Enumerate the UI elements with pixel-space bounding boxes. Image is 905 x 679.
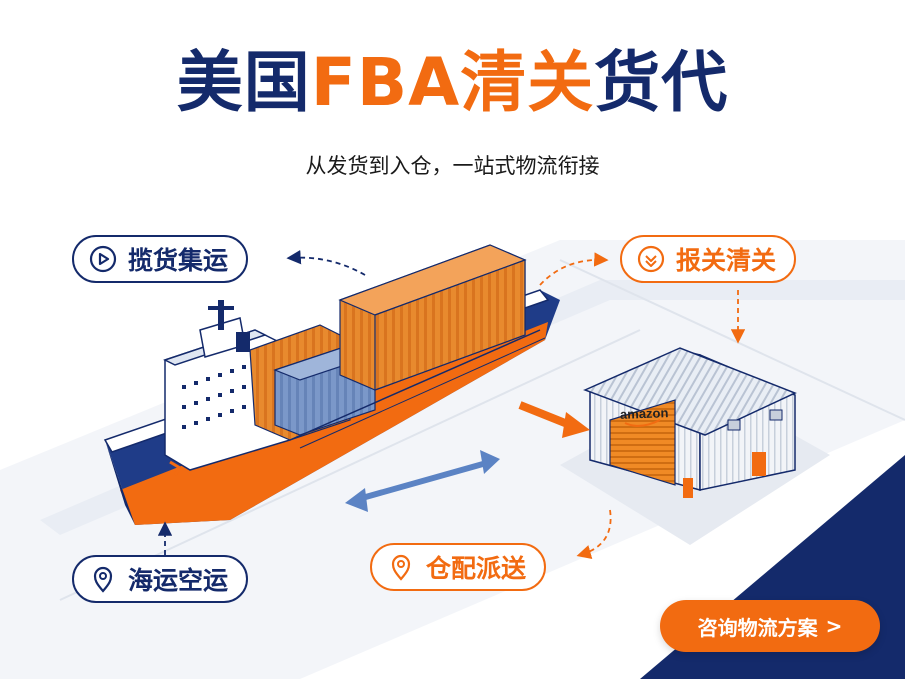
pickup-label: 揽货集运 <box>128 246 229 275</box>
consult-logistics-button[interactable]: 咨询物流方案 > <box>660 600 880 652</box>
page-subtitle: 从发货到入仓，一站式物流衔接 <box>305 154 600 178</box>
title-part2: FBA清关 <box>310 44 595 121</box>
consult-button-label: 咨询物流方案 <box>697 615 818 640</box>
customs-label: 报关清关 <box>676 246 777 275</box>
chevron-right-icon: > <box>825 614 843 638</box>
page-title: 美国FBA清关货代 <box>0 50 905 116</box>
amazon-warehouse <box>560 347 830 545</box>
flow-arrows <box>157 250 746 559</box>
pickup-badge: 揽货集运 <box>72 235 249 283</box>
amazon-logo: amazon <box>619 405 669 422</box>
title-part3: 货代 <box>594 44 729 121</box>
location-pin-icon <box>386 552 416 582</box>
play-circle-icon <box>88 244 118 274</box>
location-pin-icon <box>88 564 118 594</box>
warehouse-badge: 仓配派送 <box>370 543 547 591</box>
customs-badge: 报关清关 <box>620 235 797 283</box>
download-circle-icon <box>636 244 666 274</box>
freight-badge: 海运空运 <box>72 555 249 603</box>
title-part1: 美国 <box>176 44 311 121</box>
cargo-ship <box>103 244 560 525</box>
warehouse-label: 仓配派送 <box>426 554 527 583</box>
freight-label: 海运空运 <box>128 566 229 595</box>
